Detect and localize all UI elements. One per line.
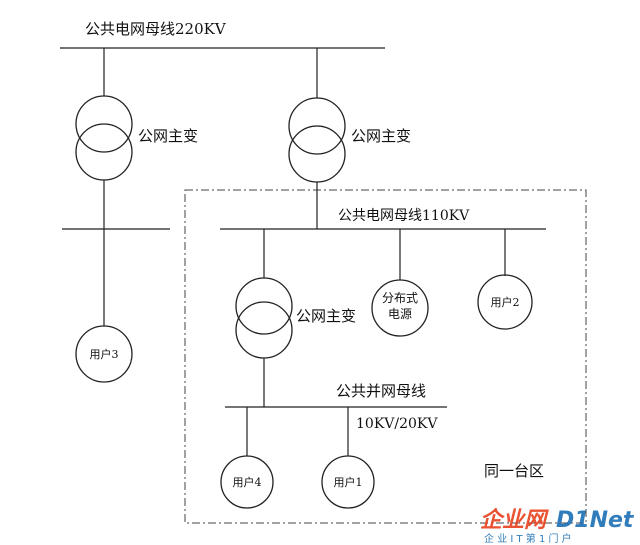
bus-public-parallel-label: 公共并网母线 <box>336 382 426 400</box>
bus-220kv-label: 公共电网母线220KV <box>85 20 227 38</box>
user4-label: 用户4 <box>233 475 262 489</box>
same-region-label: 同一台区 <box>484 462 544 480</box>
user1-label: 用户1 <box>334 475 363 489</box>
bus-public-parallel-voltage: 10KV/20KV <box>356 416 438 432</box>
bus-110kv-label: 公共电网母线110KV <box>338 208 470 224</box>
same-region-boundary <box>184 189 587 524</box>
watermark-brand-en: D1Net <box>556 508 635 533</box>
distributed-source-node <box>371 279 429 337</box>
transformer-mid-label: 公网主变 <box>351 127 411 145</box>
transformer-mid <box>288 97 346 183</box>
user2-label: 用户2 <box>491 295 520 309</box>
transformer-inner-label: 公网主变 <box>296 307 356 325</box>
user1-node <box>321 455 375 509</box>
distributed-source-label-line1: 分布式 <box>382 291 418 305</box>
distributed-source-label-line2: 电源 <box>388 307 412 321</box>
user3-label: 用户3 <box>90 347 119 361</box>
watermark-tagline: 企 业 I T 第 1 门 户 <box>484 532 572 545</box>
user2-node <box>477 274 533 330</box>
user4-node <box>220 455 274 509</box>
watermark-brand-cn: 企业网 <box>480 507 549 533</box>
watermark-logo: 企业网 D1Net 企 业 I T 第 1 门 户 <box>480 507 635 545</box>
transformer-left-label: 公网主变 <box>138 127 198 145</box>
user3-node <box>75 325 133 383</box>
transformer-left <box>75 95 133 181</box>
transformer-inner <box>235 277 293 359</box>
